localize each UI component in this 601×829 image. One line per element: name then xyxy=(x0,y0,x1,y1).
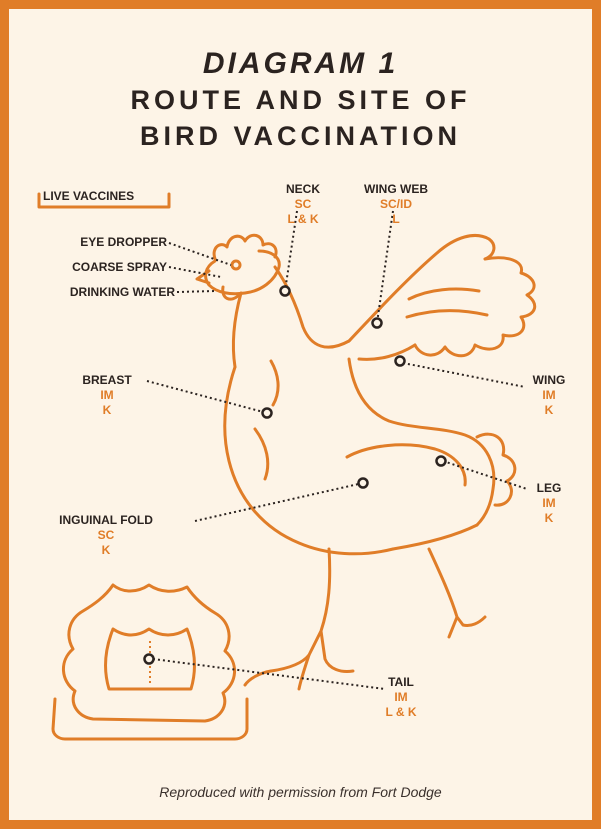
leader-tail xyxy=(153,659,385,689)
live-vaccine-eye-dropper: EYE DROPPER xyxy=(39,235,167,250)
site-inguinal-fold-route: SC xyxy=(39,528,173,543)
site-wing-web-name: WING WEB xyxy=(351,182,441,197)
leader-coarse-spray xyxy=(169,267,221,277)
chicken-comb xyxy=(214,235,276,259)
site-inguinal-fold-name: INGUINAL FOLD xyxy=(39,513,173,528)
marker-wing-web xyxy=(373,319,382,328)
chicken-back xyxy=(349,359,494,525)
credit-line: Reproduced with permission from Fort Dod… xyxy=(9,784,592,800)
marker-inguinal-fold xyxy=(359,479,368,488)
chicken-right-leg xyxy=(429,549,485,637)
site-wing-name: WING xyxy=(525,373,573,388)
live-vaccine-coarse-spray: COARSE SPRAY xyxy=(39,260,167,275)
site-tail-route: IM xyxy=(373,690,429,705)
site-wing-label: WING IM K xyxy=(525,373,573,418)
site-breast-name: BREAST xyxy=(75,373,139,388)
site-wing-web-type: L xyxy=(351,212,441,227)
chicken-head xyxy=(206,251,280,294)
site-breast-route: IM xyxy=(75,388,139,403)
chicken-belly xyxy=(393,525,477,549)
marker-neck xyxy=(281,287,290,296)
site-neck-name: NECK xyxy=(275,182,331,197)
chicken-left-leg xyxy=(271,549,353,672)
site-wing-type: K xyxy=(525,403,573,418)
leader-wing xyxy=(403,363,525,387)
site-leg-type: K xyxy=(529,511,569,526)
leader-eye-dropper xyxy=(169,243,231,265)
site-tail-label: TAIL IM L & K xyxy=(373,675,429,720)
site-breast-type: K xyxy=(75,403,139,418)
chicken-eye xyxy=(232,261,240,269)
chicken-neck-back xyxy=(275,267,349,347)
site-neck-label: NECK SC L & K xyxy=(275,182,331,227)
site-tail-type: L & K xyxy=(373,705,429,720)
chicken-breast-detail xyxy=(255,361,278,479)
site-inguinal-fold-type: K xyxy=(39,543,173,558)
chicken-toes xyxy=(245,655,309,689)
marker-breast xyxy=(263,409,272,418)
leader-drinking-water xyxy=(177,291,215,292)
chicken-wing-upper xyxy=(349,235,494,341)
site-breast-label: BREAST IM K xyxy=(75,373,139,418)
site-wing-web-label: WING WEB SC/ID L xyxy=(351,182,441,227)
marker-leg xyxy=(437,457,446,466)
site-neck-route: SC xyxy=(275,197,331,212)
site-leg-name: LEG xyxy=(529,481,569,496)
chicken-neck-front xyxy=(233,293,241,367)
leader-inguinal-fold xyxy=(195,483,363,521)
site-leg-label: LEG IM K xyxy=(529,481,569,526)
leader-breast xyxy=(147,381,267,413)
chicken-wing-feathers xyxy=(415,258,535,356)
leader-wing-web xyxy=(377,211,393,323)
marker-wing xyxy=(396,357,405,366)
site-wing-route: IM xyxy=(525,388,573,403)
chicken-wing-inner xyxy=(359,345,415,359)
live-vaccine-drinking-water: DRINKING WATER xyxy=(29,285,175,300)
site-inguinal-fold-label: INGUINAL FOLD SC K xyxy=(39,513,173,558)
site-wing-web-route: SC/ID xyxy=(351,197,441,212)
chicken-wing-detail xyxy=(407,289,487,317)
site-tail-name: TAIL xyxy=(373,675,429,690)
chicken-chest xyxy=(225,367,393,554)
marker-tail xyxy=(145,655,154,664)
site-neck-type: L & K xyxy=(275,212,331,227)
site-leg-route: IM xyxy=(529,496,569,511)
live-vaccines-header: LIVE VACCINES xyxy=(43,189,134,204)
